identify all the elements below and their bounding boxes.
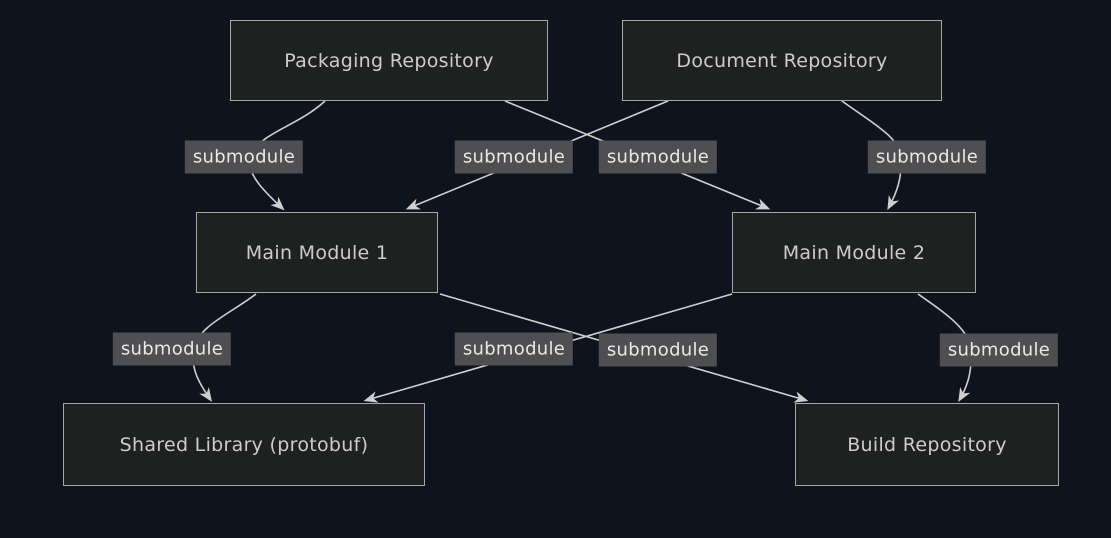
node-build-repository: Build Repository <box>795 403 1059 486</box>
node-main-module-2: Main Module 2 <box>732 212 976 293</box>
node-main-module-1: Main Module 1 <box>196 212 438 293</box>
edge-label-main-module-1-to-build-repository: submodule <box>598 333 718 367</box>
edge-label-document-to-main-module-2: submodule <box>867 140 987 174</box>
node-label: Build Repository <box>847 433 1007 456</box>
node-label: Document Repository <box>676 49 888 72</box>
edge-label-packaging-to-main-module-2: submodule <box>598 140 718 174</box>
edge-label-main-module-2-to-shared-library: submodule <box>454 332 574 366</box>
node-shared-library-protobuf: Shared Library (protobuf) <box>63 403 425 486</box>
node-label: Shared Library (protobuf) <box>119 433 369 456</box>
edge-label-packaging-to-main-module-1: submodule <box>184 140 304 174</box>
edge-label-main-module-2-to-build-repository: submodule <box>939 333 1059 367</box>
edge-label-document-to-main-module-1: submodule <box>454 140 574 174</box>
node-document-repository: Document Repository <box>622 20 942 101</box>
edge-label-main-module-1-to-shared-library: submodule <box>112 332 232 366</box>
node-label: Packaging Repository <box>284 49 494 72</box>
node-label: Main Module 2 <box>782 241 926 264</box>
node-packaging-repository: Packaging Repository <box>230 20 548 101</box>
node-label: Main Module 1 <box>245 241 389 264</box>
